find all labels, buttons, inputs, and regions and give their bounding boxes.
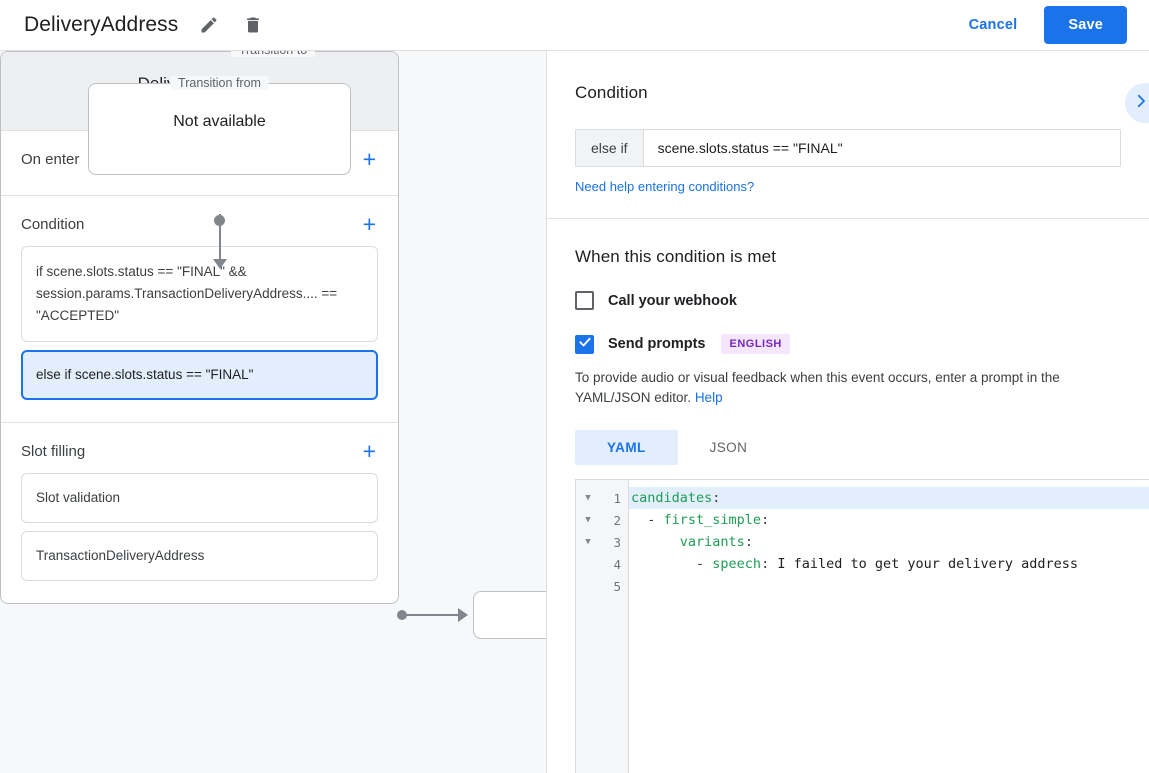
- condition-heading: Condition: [575, 83, 648, 102]
- outgoing-connector-line: [405, 614, 460, 616]
- code-value: I failed to get your delivery address: [777, 556, 1079, 572]
- code-indent: -: [631, 512, 664, 528]
- prompts-help-link[interactable]: Help: [694, 390, 723, 405]
- code-indent: [631, 534, 680, 550]
- line-number-value: 4: [613, 556, 621, 572]
- when-condition-met-block: When this condition is met Call your web…: [547, 219, 1149, 773]
- editor-format-tabs: YAML JSON: [575, 430, 1121, 465]
- line-number-value: 3: [613, 534, 621, 550]
- transition-from-value: Not available: [173, 113, 266, 130]
- add-on-enter-button[interactable]: +: [362, 146, 376, 172]
- code-key: speech: [712, 556, 762, 572]
- editor-code-area[interactable]: candidates: - first_simple: variants: - …: [629, 480, 1149, 773]
- editor-code-line[interactable]: - first_simple:: [629, 509, 1149, 531]
- connector-line: [219, 214, 221, 264]
- connector-arrow-icon: [213, 259, 227, 269]
- code-colon: :: [761, 556, 778, 572]
- expand-panel-button[interactable]: [1125, 83, 1149, 123]
- language-badge: ENGLISH: [721, 334, 790, 354]
- tab-yaml[interactable]: YAML: [575, 430, 678, 465]
- transition-from-node[interactable]: Transition from Not available: [88, 76, 351, 175]
- condition-block: Condition else if Need help entering con…: [547, 51, 1149, 219]
- line-number-value: 5: [613, 578, 621, 594]
- editor-line-number: ▼1: [576, 487, 628, 509]
- line-number-value: 2: [613, 512, 621, 528]
- condition-prefix-label: else if: [576, 130, 644, 166]
- delete-button[interactable]: [240, 12, 266, 38]
- details-panel: Condition else if Need help entering con…: [546, 51, 1149, 773]
- page-title: DeliveryAddress: [24, 13, 179, 36]
- fold-triangle-icon[interactable]: ▼: [585, 537, 591, 547]
- code-colon: :: [744, 534, 753, 550]
- target-node[interactable]: [473, 591, 546, 639]
- send-prompts-label: Send prompts: [608, 336, 706, 352]
- code-key: variants: [679, 534, 745, 550]
- call-webhook-label: Call your webhook: [608, 292, 737, 309]
- add-slot-filling-button[interactable]: +: [362, 438, 376, 464]
- flow-canvas[interactable]: Transition from Not available Transition…: [0, 51, 546, 773]
- save-button[interactable]: Save: [1044, 6, 1127, 44]
- trash-icon: [243, 15, 263, 35]
- fold-triangle-icon[interactable]: ▼: [585, 515, 591, 525]
- code-key: candidates: [631, 490, 713, 506]
- add-condition-button[interactable]: +: [362, 211, 376, 237]
- fold-triangle-icon[interactable]: ▼: [585, 493, 591, 503]
- editor-line-number: 5: [576, 575, 628, 597]
- editor-line-number: ▼3: [576, 531, 628, 553]
- editor-code-line[interactable]: candidates:: [629, 487, 1149, 509]
- condition-expression-input[interactable]: [643, 130, 1120, 166]
- section-title-condition: Condition: [21, 216, 85, 233]
- code-colon: :: [712, 490, 721, 506]
- send-prompts-row[interactable]: Send prompts ENGLISH: [575, 334, 1121, 354]
- editor-code-line[interactable]: [629, 575, 1149, 597]
- call-webhook-checkbox[interactable]: [575, 291, 594, 310]
- condition-item-if[interactable]: if scene.slots.status == "FINAL" && sess…: [21, 246, 378, 342]
- section-condition: Condition + if scene.slots.status == "FI…: [1, 196, 398, 423]
- prompts-description-text: To provide audio or visual feedback when…: [575, 370, 1060, 405]
- code-colon: :: [761, 512, 770, 528]
- editor-code-line[interactable]: - speech: I failed to get your delivery …: [629, 553, 1149, 575]
- cancel-button[interactable]: Cancel: [956, 8, 1031, 42]
- prompts-description: To provide audio or visual feedback when…: [575, 368, 1121, 408]
- outgoing-connector-arrow-icon: [458, 608, 468, 622]
- webhook-row[interactable]: Call your webhook: [575, 291, 1121, 310]
- condition-input-row[interactable]: else if: [575, 129, 1121, 167]
- checkmark-icon: [578, 335, 592, 354]
- code-key: first_simple: [663, 512, 762, 528]
- pencil-icon: [199, 15, 219, 35]
- section-on-enter: On enter +: [1, 131, 398, 196]
- tab-json[interactable]: JSON: [709, 440, 748, 455]
- section-title-slot-filling: Slot filling: [21, 443, 86, 460]
- slot-item-transaction-delivery-address[interactable]: TransactionDeliveryAddress: [21, 531, 378, 581]
- editor-line-number: ▼2: [576, 509, 628, 531]
- code-indent: -: [631, 556, 713, 572]
- transition-to-legend: Transition to: [230, 51, 316, 57]
- send-prompts-checkbox[interactable]: [575, 334, 594, 354]
- section-title-on-enter: On enter: [21, 151, 80, 168]
- when-met-heading: When this condition is met: [575, 247, 777, 266]
- transition-from-legend: Transition from: [170, 76, 269, 90]
- editor-line-number: 4: [576, 553, 628, 575]
- condition-help-link[interactable]: Need help entering conditions?: [575, 179, 755, 194]
- editor-code-line[interactable]: variants:: [629, 531, 1149, 553]
- line-number-value: 1: [613, 490, 621, 506]
- condition-item-else-if[interactable]: else if scene.slots.status == "FINAL": [21, 350, 378, 400]
- top-app-bar: DeliveryAddress Cancel Save: [0, 0, 1149, 51]
- edit-name-button[interactable]: [196, 12, 222, 38]
- chevron-right-icon: [1132, 92, 1149, 115]
- slot-item-validation[interactable]: Slot validation: [21, 473, 378, 523]
- section-slot-filling: Slot filling + Slot validation Transacti…: [1, 423, 398, 603]
- outgoing-connector-dot: [397, 610, 407, 620]
